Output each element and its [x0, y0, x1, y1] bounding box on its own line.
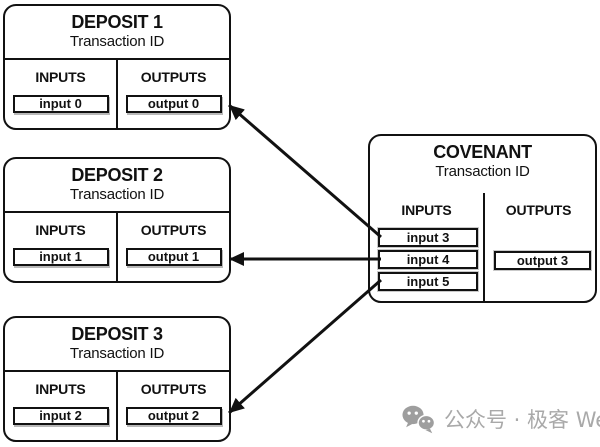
deposit-1-header: DEPOSIT 1 Transaction ID [5, 6, 229, 58]
deposit-2-outputs-column: OUTPUTS output 1 [116, 213, 229, 281]
covenant-column-divider [482, 193, 485, 301]
covenant-card: COVENANT Transaction ID INPUTS OUTPUTS i… [368, 134, 597, 303]
deposit-3-inputs-label: INPUTS [35, 381, 86, 397]
watermark-text: 公众号 · 极客 Web3 [444, 408, 600, 432]
watermark: 公众号 · 极客 Web3 [402, 404, 600, 434]
deposit-2-inputs-column: INPUTS input 1 [5, 213, 116, 281]
deposit-1-card: DEPOSIT 1 Transaction ID INPUTS input 0 … [3, 4, 231, 130]
covenant-inputs-label: INPUTS [401, 202, 452, 218]
deposit-3-inputs-column: INPUTS input 2 [5, 372, 116, 440]
covenant-transaction-id: Transaction ID [435, 163, 530, 180]
deposit-3-transaction-id: Transaction ID [69, 345, 165, 362]
deposit-3-card: DEPOSIT 3 Transaction ID INPUTS input 2 … [3, 316, 231, 442]
covenant-title: COVENANT [433, 142, 532, 162]
deposit-3-output-slot: output 2 [125, 407, 222, 425]
deposit-1-title: DEPOSIT 1 [71, 12, 163, 32]
wechat-official-account-icon [402, 405, 435, 433]
deposit-2-title: DEPOSIT 2 [71, 165, 163, 185]
covenant-input-slot-3: input 3 [378, 228, 478, 247]
arrow-covenant-input5-to-deposit3-output2 [228, 278, 382, 415]
deposit-2-body: INPUTS input 1 OUTPUTS output 1 [5, 211, 229, 281]
covenant-input-slot-5: input 5 [378, 272, 478, 291]
deposit-2-card: DEPOSIT 2 Transaction ID INPUTS input 1 … [3, 157, 231, 283]
deposit-3-title: DEPOSIT 3 [71, 324, 163, 344]
deposit-2-header: DEPOSIT 2 Transaction ID [5, 159, 229, 211]
deposit-3-input-slot: input 2 [12, 407, 109, 425]
deposit-1-outputs-column: OUTPUTS output 0 [116, 60, 229, 128]
covenant-header: COVENANT Transaction ID [370, 136, 595, 181]
deposit-2-outputs-label: OUTPUTS [140, 222, 207, 238]
deposit-1-body: INPUTS input 0 OUTPUTS output 0 [5, 58, 229, 128]
deposit-3-outputs-label: OUTPUTS [140, 381, 207, 397]
deposit-3-header: DEPOSIT 3 Transaction ID [5, 318, 229, 370]
deposit-1-outputs-label: OUTPUTS [140, 69, 207, 85]
deposit-1-inputs-label: INPUTS [35, 69, 86, 85]
covenant-input-slot-4: input 4 [378, 250, 478, 269]
deposit-2-output-slot: output 1 [125, 248, 222, 266]
deposit-1-input-slot: input 0 [12, 95, 109, 113]
covenant-output-slot-3: output 3 [494, 251, 591, 270]
deposit-1-output-slot: output 0 [125, 95, 222, 113]
deposit-3-outputs-column: OUTPUTS output 2 [116, 372, 229, 440]
deposit-1-inputs-column: INPUTS input 0 [5, 60, 116, 128]
deposit-1-transaction-id: Transaction ID [69, 33, 165, 50]
deposit-3-body: INPUTS input 2 OUTPUTS output 2 [5, 370, 229, 440]
arrow-covenant-input3-to-deposit1-output0 [228, 103, 382, 239]
deposit-2-input-slot: input 1 [12, 248, 109, 266]
deposit-2-transaction-id: Transaction ID [69, 186, 165, 203]
deposit-2-inputs-label: INPUTS [35, 222, 86, 238]
covenant-outputs-label: OUTPUTS [505, 202, 572, 218]
